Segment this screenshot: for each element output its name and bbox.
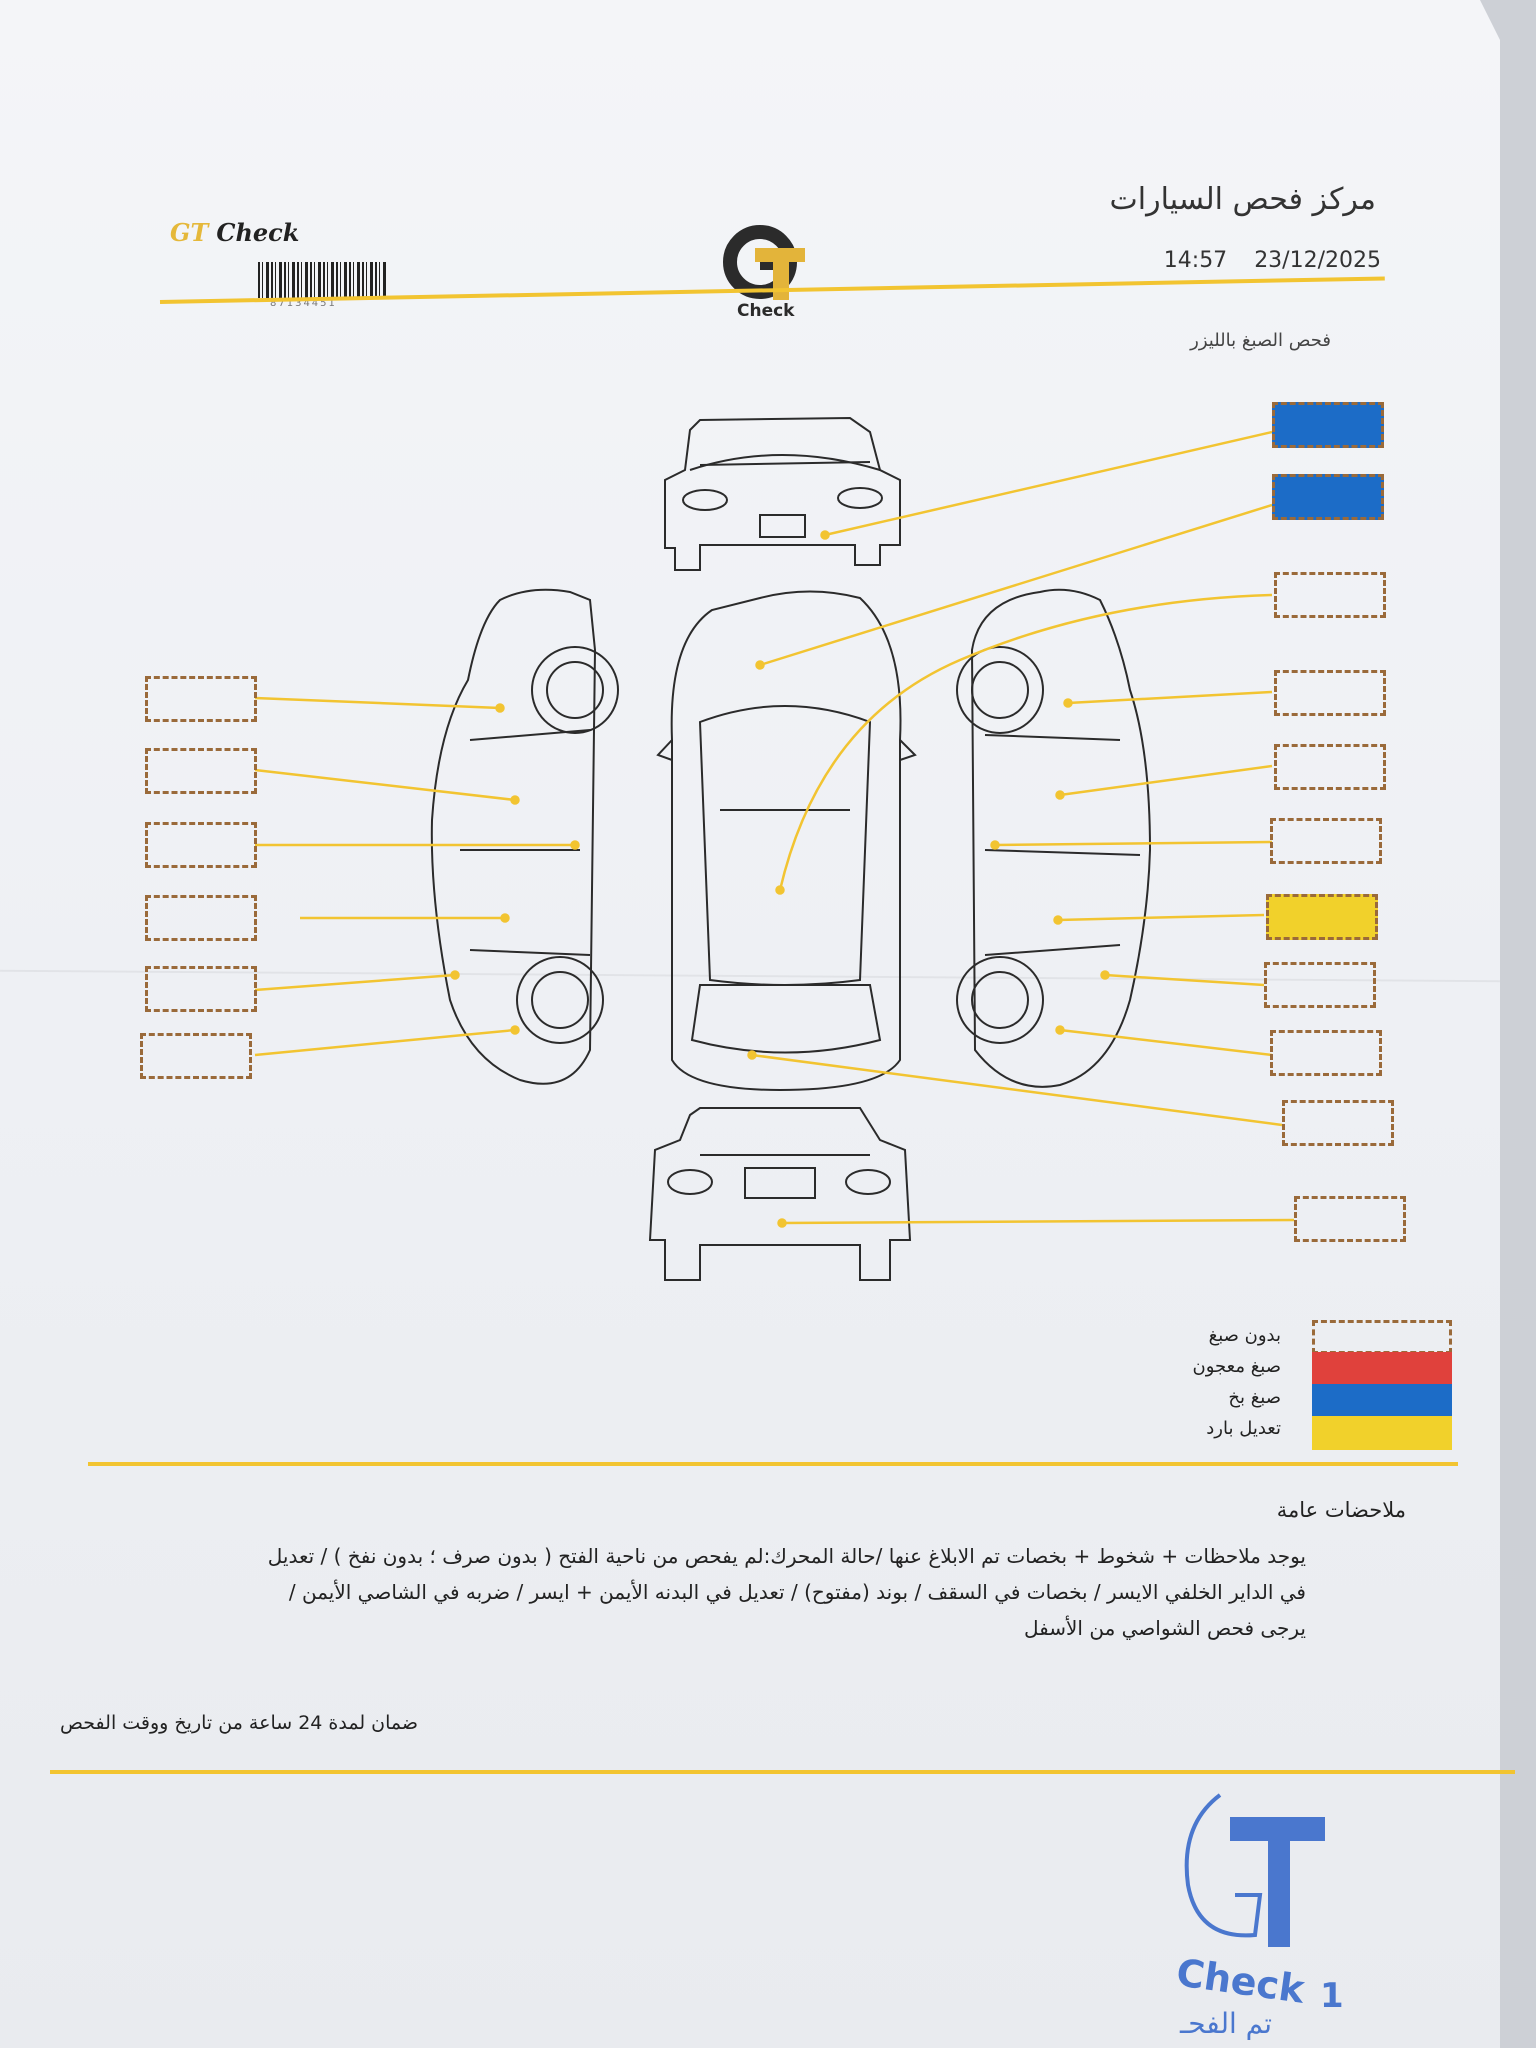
car-front-view <box>664 416 901 571</box>
panel-box-left-pillar <box>145 822 257 868</box>
barcode <box>258 262 388 298</box>
car-right-view <box>956 588 1152 1088</box>
notes-heading: ملاحضات عامة <box>1276 1498 1406 1522</box>
legend-swatch-no-paint <box>1312 1320 1452 1354</box>
inspection-date: 23/12/2025 <box>1254 248 1381 273</box>
panel-box-left-rear-fender <box>145 966 257 1012</box>
center-title: مركز فحص السيارات <box>1109 182 1376 217</box>
logo-check-text: Check <box>737 301 795 321</box>
notes-body: يوجد ملاحظات + شخوط + بخصات تم الابلاغ ع… <box>267 1544 1306 1640</box>
car-top-view <box>656 590 917 1092</box>
panel-box-right-front-door <box>1274 744 1386 790</box>
inspection-datetime: 14:57 23/12/2025 <box>1164 248 1381 273</box>
brand-check: Check <box>216 218 300 247</box>
brand-gt: GT <box>170 218 209 247</box>
legend-divider <box>88 1462 1458 1466</box>
inspection-stamp: Check 1 تم الفحـ <box>1174 1793 1344 2040</box>
legend-swatch-spray <box>1312 1384 1452 1418</box>
legend-label-putty: صبغ معجون <box>1192 1356 1281 1377</box>
panel-box-right-front-fender <box>1274 670 1386 716</box>
stamp-arabic: تم الفحـ <box>1179 2007 1272 2040</box>
car-left-view <box>430 588 619 1085</box>
legend-label-cold-repair: تعديل بارد <box>1206 1418 1281 1439</box>
panel-box-left-bumper <box>140 1033 252 1079</box>
warranty-text: ضمان لمدة 24 ساعة من تاريخ ووقت الفحص <box>60 1712 419 1734</box>
gt-check-logo: Check <box>723 225 805 321</box>
footer-divider <box>50 1770 1515 1774</box>
inspection-sheet <box>0 0 1500 2048</box>
panel-box-right-rear-fender <box>1264 962 1376 1008</box>
section-title: فحص الصبغ بالليزر <box>1190 330 1331 351</box>
panel-box-right-pillar <box>1270 818 1382 864</box>
panel-box-right-rear-door <box>1266 894 1378 940</box>
panel-box-trunk-top <box>1274 572 1386 618</box>
inspection-time: 14:57 <box>1163 248 1228 273</box>
panel-box-trunk <box>1282 1100 1394 1146</box>
stamp-number: 1 <box>1320 1976 1344 2016</box>
panel-box-left-rear-door <box>145 895 257 941</box>
legend-label-spray: صبغ بخ <box>1228 1387 1281 1408</box>
panel-box-roof <box>1272 474 1384 520</box>
barcode-number: 87134451 <box>270 298 337 309</box>
car-diagram <box>254 416 1295 1281</box>
stamp-check-text: Check <box>1174 1950 1308 2012</box>
legend-swatch-putty <box>1312 1352 1452 1386</box>
car-rear-view <box>648 1107 912 1281</box>
panel-box-hood <box>1272 402 1384 448</box>
panel-box-left-front-fender <box>145 676 257 722</box>
panel-box-left-front-door <box>145 748 257 794</box>
panel-box-right-bumper <box>1270 1030 1382 1076</box>
legend-swatch-cold-repair <box>1312 1416 1452 1450</box>
panel-box-rear-bumper <box>1294 1196 1406 1242</box>
legend-label-no-paint: بدون صبغ <box>1208 1325 1281 1346</box>
